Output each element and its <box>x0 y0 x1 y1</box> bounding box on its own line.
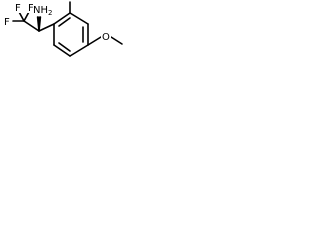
atom-label-amine: NH2 <box>33 5 52 17</box>
bond-c1-c2 <box>23 20 40 32</box>
bond-oxygen-methyl <box>110 36 123 45</box>
amine-subscript: 2 <box>48 9 52 17</box>
atom-label-f-top-left: F <box>15 3 21 14</box>
atom-label-f-top-right: F <box>28 3 34 14</box>
atom-label-f-left: F <box>4 17 10 28</box>
molecule-structure: F F F NH2 O <box>3 1 123 57</box>
amine-label-text: NH <box>33 5 48 16</box>
stereo-wedge-bond <box>36 16 42 32</box>
bond-ring-oxygen <box>87 36 102 46</box>
atom-label-methoxy-oxygen: O <box>102 32 110 43</box>
bond-c2-ring <box>38 23 55 32</box>
benzene-ring <box>53 12 89 57</box>
